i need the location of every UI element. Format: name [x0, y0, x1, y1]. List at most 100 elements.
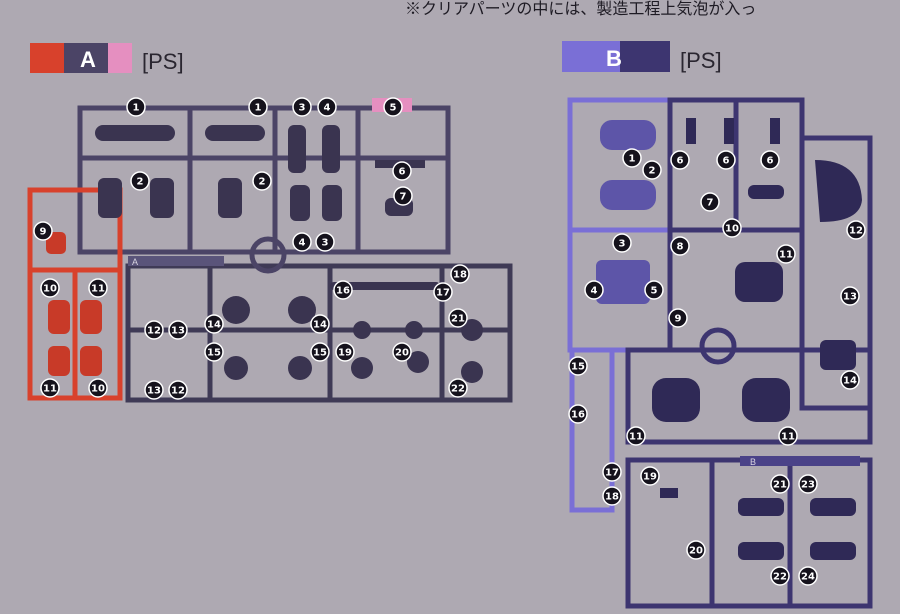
sprue-a-part-marker: 1 [126, 97, 146, 117]
sprue-b-letter: B [606, 46, 622, 71]
sprue-a-part-marker-label: 14 [207, 320, 221, 331]
sprue-a-part-marker-label: 2 [259, 177, 266, 188]
sprue-b-part-marker: 14 [840, 370, 860, 390]
sprue-b-dark-parts [652, 118, 862, 560]
sprue-a-part-marker-label: 10 [43, 284, 57, 295]
sprue-a-color-pink [108, 43, 132, 73]
sprue-b-part-marker: 20 [686, 540, 706, 560]
sprue-a-part-marker-label: 16 [336, 286, 350, 297]
sprue-a-part-marker: 13 [168, 320, 188, 340]
sprue-b-part-marker-label: 23 [801, 480, 815, 491]
sprue-a-part-marker-label: 18 [453, 270, 467, 281]
sprue-a-part-marker-label: 13 [171, 326, 185, 337]
sprue-a-part-marker: 20 [392, 342, 412, 362]
sprue-a-part-marker: 2 [252, 171, 272, 191]
sprue-b-part-marker: 23 [798, 474, 818, 494]
sprue-b-part-marker-label: 4 [591, 286, 598, 297]
sprue-b-part-marker: 15 [568, 356, 588, 376]
sprue-b-part-marker: 16 [568, 404, 588, 424]
sprue-a-part-marker: 15 [310, 342, 330, 362]
sprue-a-part-marker: 10 [88, 378, 108, 398]
sprue-b-part-marker-label: 24 [801, 572, 815, 583]
sprue-a-part-marker-label: 9 [40, 227, 47, 238]
sprue-a-part-marker: 10 [40, 278, 60, 298]
sprue-b-part-marker: 9 [668, 308, 688, 328]
sprue-b-part-marker: 13 [840, 286, 860, 306]
sprue-a-red-parts [46, 232, 102, 376]
sprue-a-part-marker: 16 [333, 280, 353, 300]
sprue-b-part-marker-label: 17 [605, 468, 619, 479]
sprue-b-part-marker: 6 [760, 150, 780, 170]
sprue-a-part-marker: 19 [335, 342, 355, 362]
sprue-a-part-marker: 1 [248, 97, 268, 117]
sprue-a-part-marker-label: 14 [313, 320, 327, 331]
sprue-a-part-marker: 3 [315, 232, 335, 252]
sprue-b-part-marker-label: 21 [773, 480, 787, 491]
sprue-a-part-marker: 13 [144, 380, 164, 400]
sprue-a-part-marker: 15 [204, 342, 224, 362]
sprue-b-runner-tag: B [750, 457, 756, 467]
sprue-a-part-marker: 22 [448, 378, 468, 398]
sprue-b-part-marker-label: 19 [643, 472, 657, 483]
sprue-a-part-marker-label: 11 [91, 284, 105, 295]
sprue-b-part-marker-label: 11 [629, 432, 643, 443]
sprue-b-part-marker-label: 11 [781, 432, 795, 443]
sprue-b-part-marker: 10 [722, 218, 742, 238]
sprue-b-part-marker-label: 6 [677, 156, 684, 167]
sprue-b-frame: B [567, 97, 873, 609]
sprue-b-part-marker-label: 9 [675, 314, 682, 325]
sprue-b-part-marker: 21 [770, 474, 790, 494]
sprue-a-part-marker-label: 1 [255, 103, 262, 114]
sprue-b-part-marker-label: 18 [605, 492, 619, 503]
sprue-b-part-marker: 18 [602, 486, 622, 506]
sprue-a-part-marker-label: 20 [395, 348, 409, 359]
sprue-b-part-marker: 8 [670, 236, 690, 256]
sprue-b-part-marker: 24 [798, 566, 818, 586]
sprue-b-legend: B [PS] [562, 41, 722, 73]
sprue-a-part-marker-label: 12 [147, 326, 161, 337]
sprue-a-part-marker: 17 [433, 282, 453, 302]
sprue-a-part-marker: 11 [88, 278, 108, 298]
sprue-a-part-marker-label: 5 [390, 103, 397, 114]
sprue-a-part-marker: 12 [168, 380, 188, 400]
sprue-b-part-marker: 6 [716, 150, 736, 170]
sprue-a-letter: A [80, 47, 96, 72]
sprue-a-part-marker-label: 12 [171, 386, 185, 397]
header-note: ※クリアパーツの中には、製造工程上気泡が入っ [405, 0, 756, 18]
sprue-a-part-marker: 4 [292, 232, 312, 252]
sprue-a-part-marker-label: 10 [91, 384, 105, 395]
sprue-a-part-marker-label: 21 [451, 314, 465, 325]
sprue-a-part-marker: 18 [450, 264, 470, 284]
sprue-a-part-marker-label: 7 [400, 192, 407, 203]
sprue-b-part-marker: 2 [642, 160, 662, 180]
sprue-b-part-marker: 11 [776, 244, 796, 264]
sprue-a-part-marker-label: 22 [451, 384, 465, 395]
sprue-b-part-marker-label: 2 [649, 166, 656, 177]
sprue-b-part-marker: 11 [778, 426, 798, 446]
sprue-b-part-marker-label: 16 [571, 410, 585, 421]
sprue-b-material: [PS] [680, 48, 722, 73]
sprue-a-part-marker-label: 19 [338, 348, 352, 359]
sprue-b-part-marker: 6 [670, 150, 690, 170]
sprue-a-color-dark [64, 43, 108, 73]
sprue-b-parts [596, 120, 656, 304]
sprue-a-part-marker: 3 [292, 97, 312, 117]
sprue-a-part-marker: 12 [144, 320, 164, 340]
sprue-b-part-marker-label: 12 [849, 226, 863, 237]
sprue-b-part-marker-label: 5 [651, 286, 658, 297]
sprue-b-part-marker-label: 11 [779, 250, 793, 261]
sprue-b-part-marker-label: 3 [619, 239, 626, 250]
sprue-a-part-marker: 9 [33, 221, 53, 241]
sprue-b-part-marker-label: 6 [723, 156, 730, 167]
sprue-b-part-marker: 17 [602, 462, 622, 482]
sprue-a-part-marker-label: 15 [207, 348, 221, 359]
sprue-a-part-marker-label: 4 [324, 103, 331, 114]
sprue-b-part-marker-label: 22 [773, 572, 787, 583]
sprue-b-part-marker: 19 [640, 466, 660, 486]
sprue-b-part-marker-label: 6 [767, 156, 774, 167]
sprue-b-part-marker-label: 13 [843, 292, 857, 303]
sprue-b-part-marker-label: 20 [689, 546, 703, 557]
sprue-a-part-marker-label: 3 [322, 238, 329, 249]
